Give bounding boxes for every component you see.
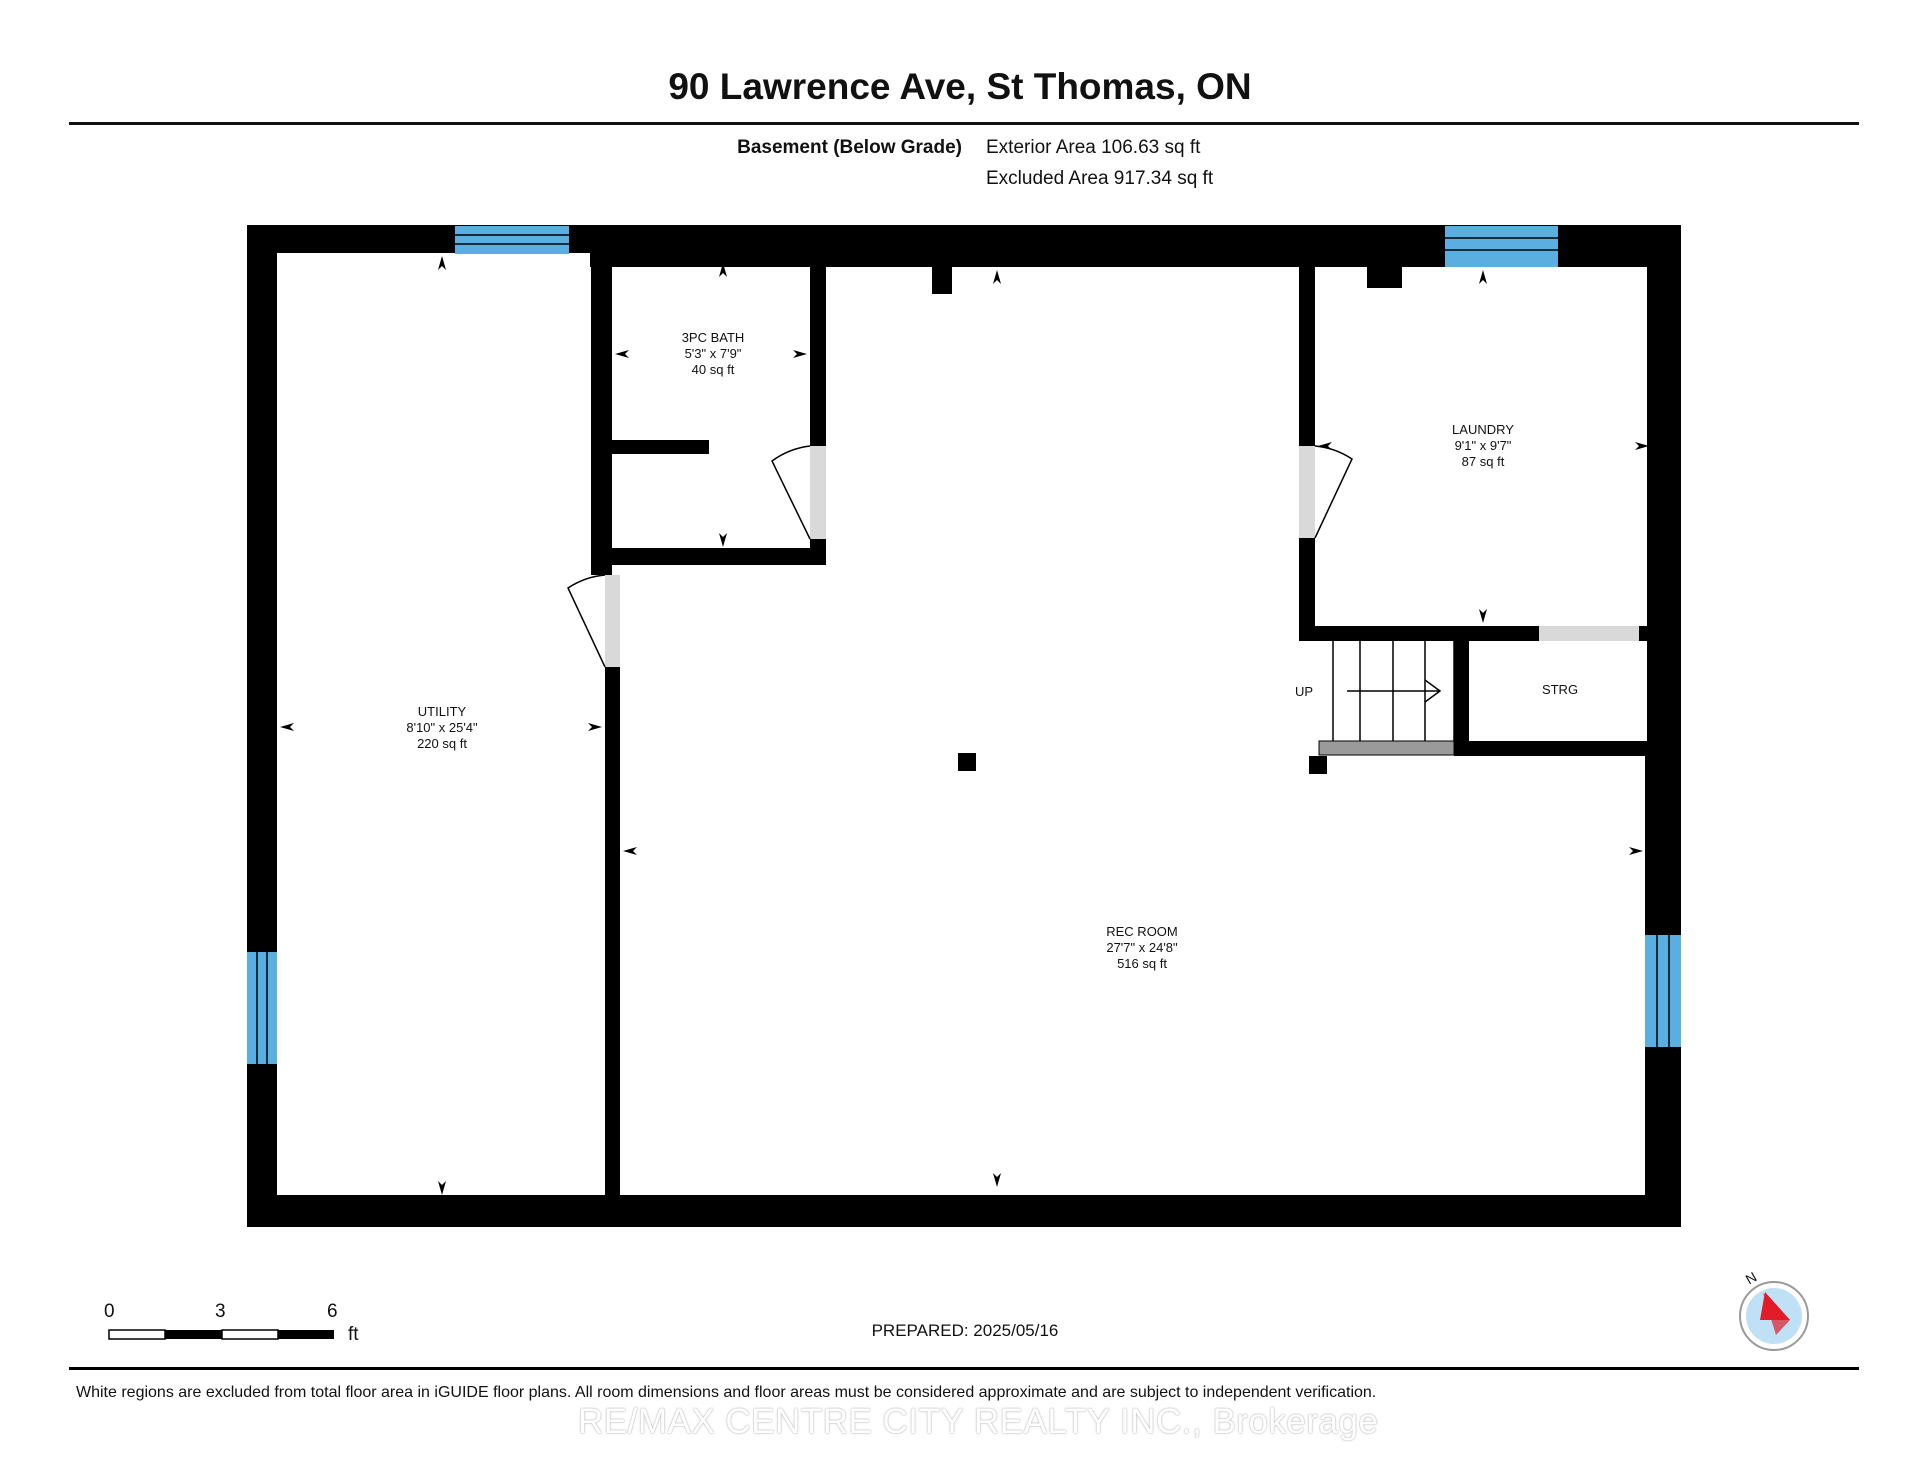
room-dims: 8'10" x 25'4" <box>406 720 478 735</box>
room-bath: 3PC BATH 5'3" x 7'9" 40 sq ft <box>663 330 763 378</box>
bath-partition <box>612 440 709 454</box>
south-wall <box>247 1195 1681 1227</box>
room-utility: UTILITY 8'10" x 25'4" 220 sq ft <box>382 704 502 752</box>
window <box>1645 935 1681 1047</box>
scale-tick-6: 6 <box>327 1301 338 1322</box>
column <box>1309 756 1327 774</box>
scale-bar <box>108 1329 334 1340</box>
exterior-area: Exterior Area 106.63 sq ft <box>986 137 1201 158</box>
column <box>932 267 952 294</box>
laundry-south-wall <box>1299 626 1539 641</box>
bath-door <box>771 445 826 540</box>
scale-tick-0: 0 <box>104 1301 115 1322</box>
excluded-area: Excluded Area 917.34 sq ft <box>986 168 1214 189</box>
room-name: LAUNDRY <box>1452 422 1514 437</box>
stairs-label: UP <box>1294 684 1314 699</box>
room-name: REC ROOM <box>1106 924 1178 939</box>
window <box>455 226 569 254</box>
room-area: 87 sq ft <box>1461 454 1505 469</box>
dimension-markers <box>280 256 1649 1195</box>
window <box>247 952 277 1064</box>
bath-south-wall <box>591 548 826 565</box>
laundry-door <box>1299 445 1353 539</box>
utility-wall-lower <box>605 667 620 1197</box>
east-wall-upper <box>1652 225 1681 752</box>
room-name: UTILITY <box>417 704 467 719</box>
storage-west-wall <box>1454 635 1469 755</box>
room-name: 3PC BATH <box>681 330 745 345</box>
watermark: RE/MAX CENTRE CITY REALTY INC., Brokerag… <box>578 1402 1379 1441</box>
title-rule <box>69 122 1859 125</box>
room-dims: 27'7" x 24'8" <box>1106 940 1178 955</box>
room-area: 220 sq ft <box>417 736 467 751</box>
room-storage: STRG <box>1541 682 1579 697</box>
stairs <box>1318 639 1455 756</box>
laundry-south-wall-end <box>1639 626 1652 641</box>
room-laundry: LAUNDRY 9'1" x 9'7" 87 sq ft <box>1433 422 1533 470</box>
room-dims: 9'1" x 9'7" <box>1454 438 1512 453</box>
level-name: Basement (Below Grade) <box>737 137 962 158</box>
page-title: 90 Lawrence Ave, St Thomas, ON <box>668 66 1252 107</box>
window <box>1445 226 1558 267</box>
utility-wall-upper <box>591 225 612 575</box>
room-area: 516 sq ft <box>1117 956 1167 971</box>
west-wall <box>247 225 277 1227</box>
prepared-date: PREPARED: 2025/05/16 <box>871 1321 1059 1340</box>
storage-south-wall <box>1454 741 1652 756</box>
room-rec: REC ROOM 27'7" x 24'8" 516 sq ft <box>1082 924 1202 972</box>
scale-tick-3: 3 <box>215 1301 226 1322</box>
storage-opening <box>1539 626 1639 641</box>
footer-rule <box>69 1367 1859 1370</box>
room-dims: 5'3" x 7'9" <box>684 346 742 361</box>
scale-unit: ft <box>348 1324 359 1345</box>
disclaimer: White regions are excluded from total fl… <box>76 1384 1377 1401</box>
utility-door <box>567 574 620 668</box>
column <box>958 753 976 771</box>
compass-icon <box>1739 1281 1809 1351</box>
room-area: 40 sq ft <box>691 362 735 377</box>
column <box>1367 267 1402 288</box>
